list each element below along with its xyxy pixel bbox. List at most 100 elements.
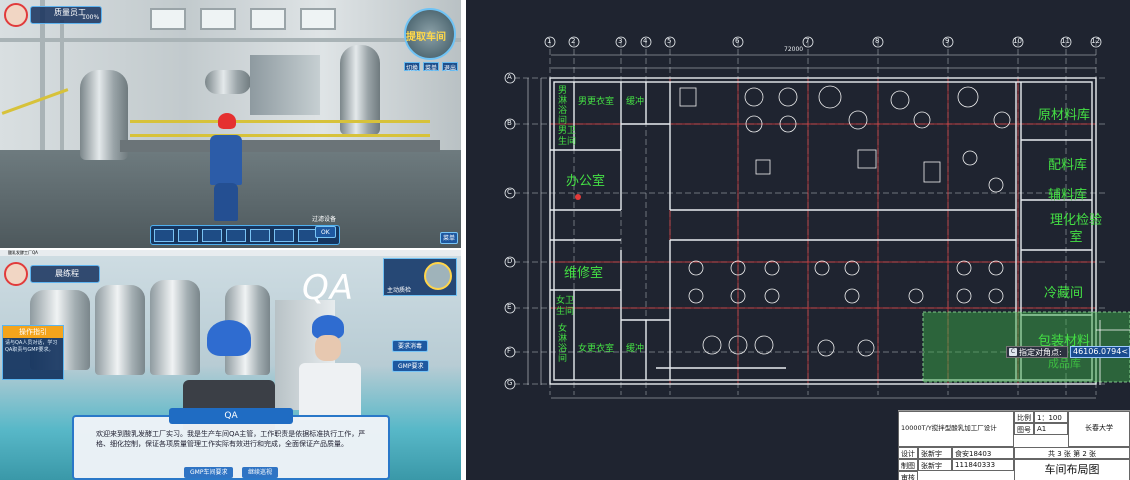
axis-letter: F [507,347,512,355]
filter-equipment [250,55,320,115]
axis-number: 5 [667,37,672,45]
coordinate-input[interactable]: 46106.0794<1 [1070,346,1130,358]
continue-button[interactable]: 继续巡视 [242,467,279,478]
disinfect-button[interactable]: 要求消毒 [392,340,429,352]
menu-button[interactable]: 菜单 [423,62,439,72]
red-helmet-icon [218,113,236,129]
room-raw-material: 原材料库 [1038,108,1091,123]
drawing-name: 车间布局图 [1014,459,1130,480]
gmp-requirements-button[interactable]: GMP车间要求 [184,467,234,478]
axis-number: 10 [1013,37,1022,45]
axis-letter: G [507,379,513,387]
axis-letter: B [507,119,512,127]
qa-supervisor[interactable] [295,315,365,420]
worker-legs [214,183,238,221]
floor-plan-svg [504,36,1130,399]
inventory-slot[interactable] [202,229,222,242]
fermentation-vat [150,280,200,375]
minimap-label: 提取车间 [406,32,446,43]
school-name: 长春大学 [1068,411,1130,447]
window-title: 酸乳发酵工厂QA [8,250,38,255]
task-badge-panel: 主动质检 [383,258,457,296]
scene-window [150,8,186,30]
room-packaging: 包装材料 [1038,334,1091,349]
factory-3d-scene[interactable]: 质量员工 100% 提取车间 切换 菜单 退出 过滤设备 OK 菜单 [0,0,461,248]
room-buffer-bottom: 缓冲 [626,344,645,354]
exit-button[interactable]: 退出 [442,62,458,72]
room-men-toilet: 男卫生间 [558,126,577,147]
safety-rail [130,134,430,137]
room-men-shower: 男淋浴间 [558,86,568,126]
scene-pipe [60,20,64,180]
inventory-slot[interactable] [154,229,174,242]
fermentation-vat [95,285,145,375]
safety-rail [130,120,430,123]
command-icon: C [1009,348,1017,356]
window-titlebar: 酸乳发酵工厂QA [0,250,461,256]
equipment-label: 过滤设备 [312,216,337,223]
class-name: 食安18403 [952,447,1014,459]
project-title: 10000T/Y搅拌型酸乳加工厂设计 [898,411,1014,447]
room-finished: 成品库 [1048,357,1081,370]
student-id: 111840333 [952,459,1014,471]
designer-label: 设计 [898,447,918,459]
designer-name: 张新宇 [918,447,952,459]
inventory-slot[interactable] [226,229,246,242]
qa-dialog: QA 欢迎来到酸乳发酵工厂实习。我是生产车间QA主管，工作职责是依据标准执行工作… [72,408,390,480]
ok-button[interactable]: OK [315,226,336,238]
player-name: 质量员工 [54,8,86,17]
player-avatar-icon[interactable] [4,262,28,286]
inventory-slot[interactable] [178,229,198,242]
qa-3d-scene[interactable]: 酸乳发酵工厂QA 晨练程 QA 主动质检 操作指引 请与QA人员对话，学习QA职… [0,250,461,480]
minimap-icon[interactable] [404,8,456,60]
qa-face [315,335,341,361]
axis-number: 4 [643,37,648,45]
axis-number: 12 [1091,37,1100,45]
axis-letter: C [507,188,512,196]
qa-portrait-icon [424,262,452,290]
room-office: 办公室 [566,174,606,189]
worker-body [210,135,242,185]
drawer-label: 制图 [898,459,918,471]
switch-button[interactable]: 切换 [404,62,420,72]
cad-canvas[interactable]: 1 2 3 4 5 6 7 8 9 10 11 12 A B C D E F G… [466,0,1130,480]
menu-corner-button[interactable]: 菜单 [440,232,459,244]
worker-avatar [205,113,245,223]
sheet-count: 共 3 张 第 2 张 [1014,447,1130,459]
axis-number: 6 [735,37,740,45]
guide-panel-text: 请与QA人员对话，学习QA职责与GMP要求。 [5,340,58,353]
inventory-slot[interactable] [250,229,270,242]
review-label: 审核 [898,471,918,480]
axis-number: 1 [547,37,552,45]
room-lab: 理化检验室 [1049,213,1102,245]
dimension-lines [527,54,1096,399]
prompt-label: C 指定对角点: [1006,346,1068,358]
horizontal-tank [205,70,251,94]
scene-window [300,8,336,30]
red-centerlines [550,78,1096,384]
axis-number: 3 [618,37,623,45]
qa-floating-label: QA [302,268,355,308]
qa-white-coat [299,363,361,420]
player-status-bar [30,265,100,283]
axis-number: 8 [875,37,880,45]
player-avatar-icon[interactable] [4,3,28,27]
axis-number: 11 [1061,37,1070,45]
inventory-slot[interactable] [274,229,294,242]
prompt-text: 指定对角点: [1019,348,1062,357]
scene-window [200,8,236,30]
gmp-button[interactable]: GMP要求 [392,360,430,372]
equipment-symbols [679,85,1011,357]
top-dimension: 72000 [784,46,804,53]
guide-panel: 操作指引 请与QA人员对话，学习QA职责与GMP要求。 [2,325,64,380]
scene-pipe [40,0,45,180]
axis-number: 7 [805,37,810,45]
dialog-title: QA [169,408,293,424]
size-value: A1 [1034,423,1068,435]
title-block: 10000T/Y搅拌型酸乳加工厂设计 比例 1：100 图号 A1 长春大学 设… [898,410,1130,480]
scene-pipe [0,38,461,42]
player-name: 晨练程 [55,269,79,278]
axis-bubbles [504,36,1102,390]
player-percent: 100% [82,14,100,21]
scene-window [250,8,286,30]
